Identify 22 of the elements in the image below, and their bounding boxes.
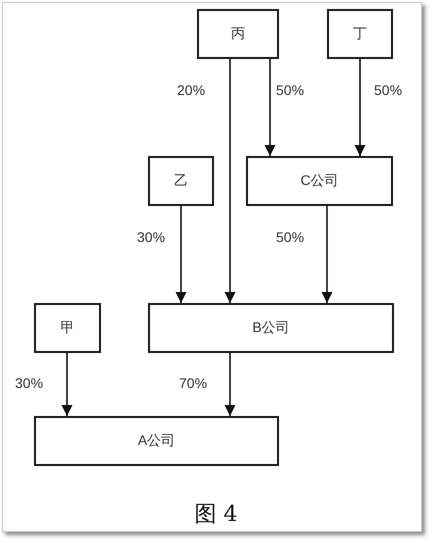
entity-box: B公司: [148, 303, 394, 353]
arrow: [322, 206, 332, 303]
arrow: [354, 59, 366, 156]
arrow: [176, 206, 186, 303]
arrow: [224, 59, 236, 303]
edge-label: 50%: [373, 82, 404, 98]
edge-label: 70%: [178, 375, 208, 391]
entity-box: A公司: [34, 416, 279, 466]
edge-label: 50%: [275, 82, 306, 98]
edge-label: 50%: [275, 229, 306, 245]
entity-box: 丙: [197, 9, 279, 59]
edge-label: 20%: [176, 82, 206, 98]
arrow: [62, 353, 72, 416]
entity-box: C公司: [246, 156, 393, 206]
edge-label: 30%: [136, 229, 166, 245]
arrow: [224, 353, 236, 416]
arrow: [264, 59, 276, 156]
entity-box: 丁: [327, 9, 393, 59]
figure-caption: 图 4: [194, 502, 238, 527]
edge-label: 30%: [14, 375, 44, 391]
entity-box: 甲: [34, 303, 101, 353]
entity-box: 乙: [148, 156, 214, 206]
